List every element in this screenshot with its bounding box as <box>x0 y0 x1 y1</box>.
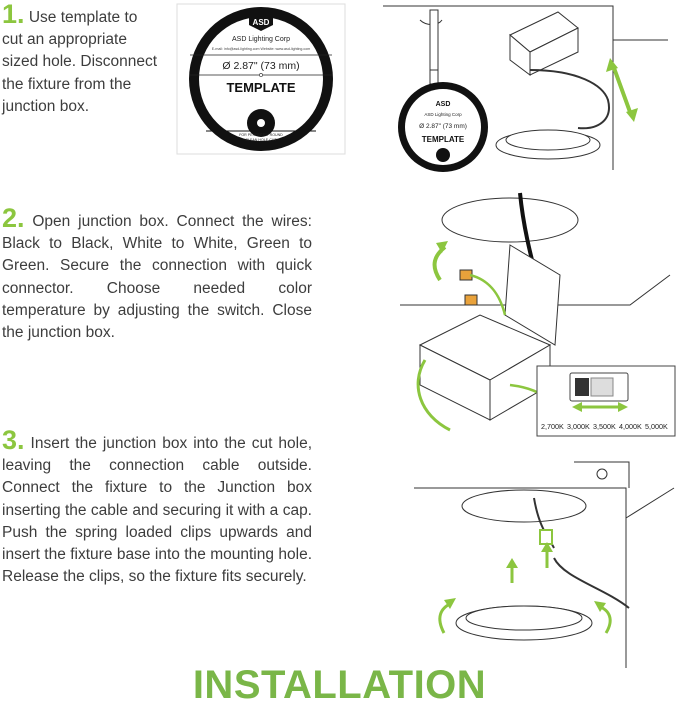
recessed-fixture-icon <box>455 605 593 641</box>
temp-5000: 5,000K <box>645 422 668 431</box>
asd-logo-shield <box>249 13 273 31</box>
template-company: ASD Lighting Corp <box>232 36 290 43</box>
up-arrow-icon <box>506 558 518 583</box>
small-template-logo: ASD <box>436 101 451 108</box>
ceiling-hole-icon <box>441 197 579 243</box>
screw-icon <box>596 468 608 480</box>
spring-clip-arrow-icon <box>438 598 456 634</box>
curved-arrow-icon <box>432 241 448 282</box>
temp-4000: 4,000K <box>619 422 642 431</box>
step-3-instructions: 3. Insert the junction box into the cut … <box>2 427 313 588</box>
template-logo-text: ASD <box>253 18 270 27</box>
step-2-number: 2. <box>2 203 25 233</box>
fixture-icon <box>495 129 601 160</box>
junction-box-icon <box>509 11 579 76</box>
step-2-illustration: 2,700K 3,000K 3,500K 4,000K 5,000K <box>400 192 676 437</box>
cap-connector-icon <box>539 529 553 545</box>
saw-blade-icon <box>247 109 275 137</box>
step-1-instructions: 1. Use template to cut an appropriate si… <box>2 1 160 118</box>
up-arrow-icon <box>541 542 553 568</box>
template-footer-1: FOR PERFECTLY ROUND <box>239 133 283 137</box>
template-label: TEMPLATE <box>226 80 295 95</box>
double-arrow-icon <box>572 402 628 412</box>
wire-arrow-icon <box>416 359 451 432</box>
step-1-illustration: ASD ASD Lighting Corp Ø 2.87" (73 mm) TE… <box>383 5 668 172</box>
temp-3000: 3,000K <box>567 422 590 431</box>
small-template-label: TEMPLATE <box>422 135 465 144</box>
installation-heading: INSTALLATION <box>192 663 487 707</box>
saw-icon <box>429 9 439 85</box>
step-3-number: 3. <box>2 425 25 455</box>
step-2-instructions: 2. Open junction box. Connect the wires:… <box>2 205 312 344</box>
template-diameter: Ø 2.87" (73 mm) <box>222 60 299 72</box>
cut-hole-icon <box>461 489 587 523</box>
template-contact: E-mail: info@asd-lighting.com Website: w… <box>212 47 310 51</box>
step-3-illustration <box>414 461 675 668</box>
template-card-illustration: ASD ASD Lighting Corp E-mail: info@asd-l… <box>176 3 346 155</box>
small-template-diameter: Ø 2.87" (73 mm) <box>419 123 467 130</box>
temp-3500: 3,500K <box>593 422 616 431</box>
step-2-text: Open junction box. Connect the wires: Bl… <box>2 213 312 342</box>
open-junction-box-icon <box>418 244 561 421</box>
small-template-company: ASD Lighting Corp <box>424 112 462 117</box>
step-3-text: Insert the junction box into the cut hol… <box>2 435 313 586</box>
small-template-icon: ASD ASD Lighting Corp Ø 2.87" (73 mm) TE… <box>398 82 488 172</box>
step-1-number: 1. <box>2 0 25 29</box>
color-temperature-switch-panel: 2,700K 3,000K 3,500K 4,000K 5,000K <box>536 365 676 437</box>
spring-clip-arrow-icon <box>594 601 612 634</box>
template-footer-2: CLEAN HOLE CUT <box>245 138 277 142</box>
connector-arrow-icon <box>606 58 638 122</box>
step-1-text: Use template to cut an appropriate sized… <box>2 9 158 115</box>
temp-2700: 2,700K <box>541 422 564 431</box>
